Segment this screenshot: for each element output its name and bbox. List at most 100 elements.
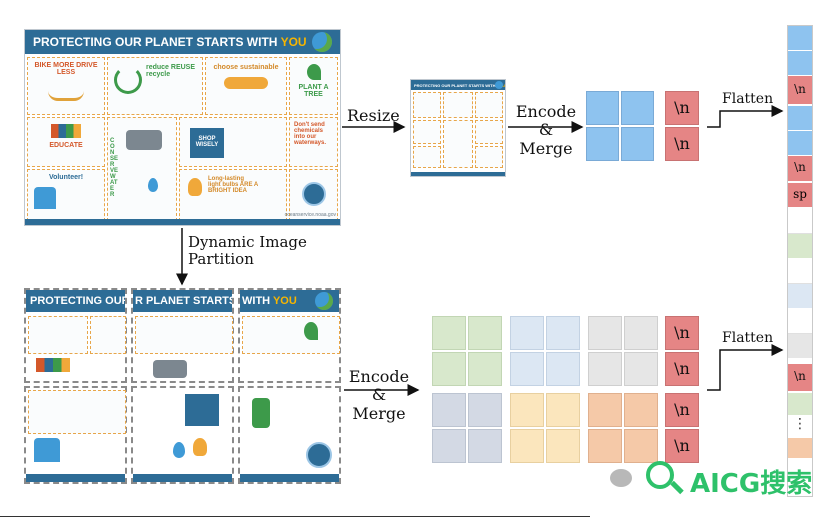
panel-chemicals: Don't send chemicals into our waterways. <box>289 117 338 167</box>
image-tile-6 <box>238 386 341 484</box>
seq-token <box>788 393 812 416</box>
seq-token <box>788 234 812 259</box>
tile-token-grid-4 <box>432 393 502 463</box>
seq-newline-token: \n <box>788 76 812 105</box>
panel-heading: CONSERVE WATER <box>110 138 119 198</box>
infographic-footer <box>25 219 340 225</box>
token-cell <box>624 393 658 427</box>
seq-ellipsis: ⋮ <box>793 416 807 432</box>
tile-footer <box>240 474 339 482</box>
books-icon <box>36 358 70 372</box>
token-cell <box>546 316 580 350</box>
panel-educate: EDUCATE <box>27 117 105 167</box>
shopping-bag-icon <box>185 394 219 426</box>
infographic-title-emph: YOU <box>280 35 307 49</box>
panel-noaa <box>289 169 338 221</box>
tile-title-bar: PROTECTING OUR <box>26 290 125 312</box>
panel-volunteer: Volunteer! <box>27 169 105 221</box>
bicycle-icon <box>48 82 84 101</box>
seq-token <box>788 284 812 309</box>
watermark: AICG搜索 <box>610 455 830 505</box>
watermark-text: AICG搜索 <box>690 469 813 499</box>
books-icon <box>51 124 81 138</box>
panel-heading: reduce REUSE recycle <box>146 64 196 78</box>
plant-icon <box>306 64 321 80</box>
image-tile-4 <box>24 386 127 484</box>
seq-token <box>788 259 812 284</box>
panel-recycle: reduce REUSE recycle <box>107 57 203 115</box>
thumbnail-panel <box>413 146 441 168</box>
panel-bike: BIKE MORE DRIVE LESS <box>27 57 105 115</box>
image-tile-1: PROTECTING OUR <box>24 288 127 383</box>
token-cell <box>468 316 502 350</box>
token-cell <box>510 393 544 427</box>
panel-tree: PLANT A TREE <box>289 57 338 115</box>
thumbnail-panel <box>413 92 441 118</box>
panel-heading: Volunteer! <box>48 174 84 181</box>
bottom-rule <box>0 516 590 517</box>
tile-panel <box>242 316 340 354</box>
seq-token <box>788 106 812 131</box>
token-cell <box>546 393 580 427</box>
hands-icon <box>34 438 60 462</box>
spray-bottle-icon <box>252 398 270 428</box>
seq-newline-token: \n <box>788 156 812 182</box>
plant-icon <box>304 322 318 340</box>
panel-bulb: Long-lasting light bulbs ARE A BRIGHT ID… <box>179 169 287 221</box>
tile-token-grid-6 <box>588 393 658 463</box>
token-cell <box>432 429 466 463</box>
seq-token <box>788 309 812 334</box>
seq-token <box>788 209 812 234</box>
thumbnail-panel <box>475 146 503 168</box>
panel-heading: BIKE MORE DRIVE LESS <box>34 62 98 76</box>
encode-merge-top-label: Encode & Merge <box>515 102 577 158</box>
token-cell <box>621 127 654 161</box>
search-magnifier-icon <box>646 461 674 489</box>
tile-title-bar: R PLANET STARTS <box>133 290 232 312</box>
thumbnail-panel <box>475 92 503 118</box>
token-cell <box>510 352 544 386</box>
faucet-icon <box>153 360 187 378</box>
image-tile-3: WITH YOU <box>238 288 341 383</box>
token-cell <box>588 429 622 463</box>
faucet-icon <box>126 130 162 150</box>
tile-panel <box>28 316 88 354</box>
thumbnail-footer <box>411 172 505 176</box>
resize-label: Resize <box>347 106 400 125</box>
token-cell <box>586 91 619 125</box>
newline-token: \n <box>665 127 699 161</box>
newline-token: \n <box>665 316 699 350</box>
panel-shop: SHOP WISELY <box>179 117 287 167</box>
tile-title-bar: WITH YOU <box>240 290 339 312</box>
panel-heading: Don't send chemicals into our waterways. <box>294 122 327 146</box>
newline-token: \n <box>665 352 699 386</box>
seq-space-token: sp <box>788 183 812 208</box>
token-cell <box>546 352 580 386</box>
panel-heading: EDUCATE <box>49 142 83 149</box>
panel-faucet: CONSERVE WATER <box>107 117 177 221</box>
tile-footer <box>26 474 125 482</box>
tile-token-grid-5 <box>510 393 580 463</box>
resized-thumbnail: PROTECTING OUR PLANET STARTS WITH YOU <box>410 79 506 177</box>
hands-icon <box>34 187 56 209</box>
token-cell <box>621 91 654 125</box>
thumbnail-panel <box>475 120 503 144</box>
flatten-bottom-label: Flatten <box>722 330 774 346</box>
panel-heading: PLANT A TREE <box>298 84 329 98</box>
panel-heading: Long-lasting light bulbs ARE A BRIGHT ID… <box>208 176 258 194</box>
tile-panel <box>135 316 233 354</box>
flatten-top-label: Flatten <box>722 91 774 107</box>
infographic-title: PROTECTING OUR PLANET STARTS WITH <box>33 35 278 49</box>
global-token-grid <box>586 91 654 161</box>
seq-token <box>788 438 812 458</box>
tile-token-grid-1 <box>432 316 502 386</box>
flatten-top-arrow <box>707 105 784 128</box>
lightbulb-icon <box>193 438 207 456</box>
token-cell <box>546 429 580 463</box>
token-cell <box>432 316 466 350</box>
token-cell <box>510 429 544 463</box>
thumbnail-globe-icon <box>495 81 503 89</box>
token-cell <box>624 429 658 463</box>
fish-icon <box>224 77 268 89</box>
